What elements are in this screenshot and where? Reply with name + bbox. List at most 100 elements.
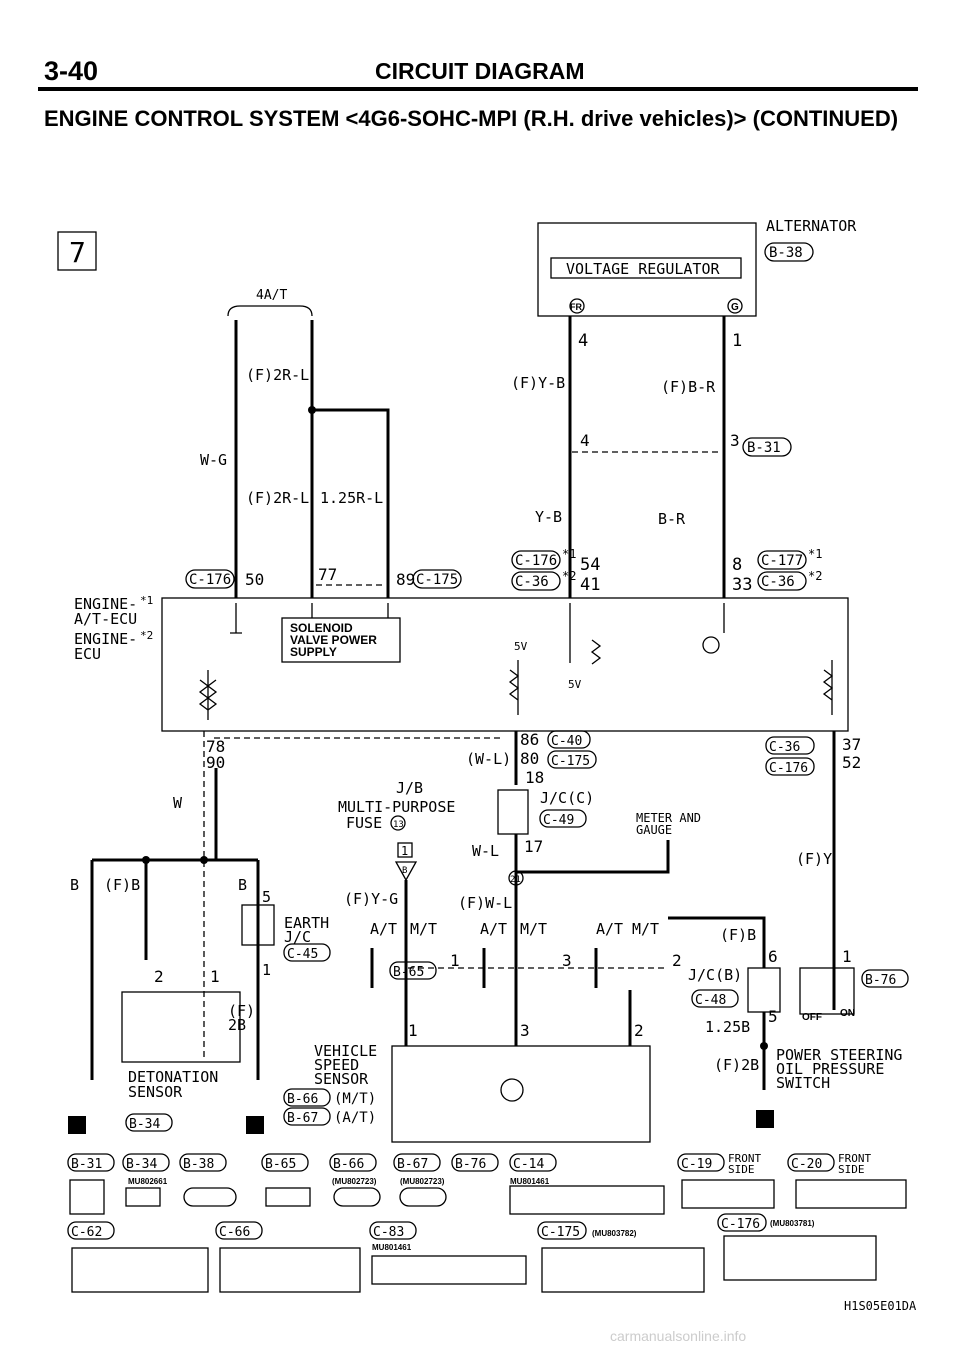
wire-color-label: W-L [472,842,499,860]
svg-text:B: B [402,866,407,876]
svg-text:ON: ON [840,1008,855,1019]
connector-ref: B-66 [333,1157,364,1172]
svg-text:1: 1 [842,947,852,966]
pin-label: 77 [318,565,337,584]
fr-terminal: FR [570,302,582,312]
pin-label: 80 [520,749,539,768]
svg-text:2: 2 [672,951,682,970]
connector-label: C-45 [287,947,318,962]
svg-text:(M/T): (M/T) [334,1091,376,1107]
svg-text:A/T: A/T [480,920,507,938]
connector-label: C-36 [761,574,795,590]
alternator-label: ALTERNATOR [766,217,857,235]
earth-label: J/C [284,928,311,946]
svg-text:2: 2 [154,967,164,986]
wire-color-label: (F)Y-B [511,374,565,392]
pin-label: 78 [206,737,225,756]
svg-text:(MU803781): (MU803781) [770,1219,815,1228]
connector-ref: B-65 [265,1157,296,1172]
connector-label: C-177 [761,553,803,569]
wire-color-label: B [70,876,79,894]
pin-label: 3 [730,431,740,450]
pin-label: 4 [580,431,590,450]
page-subtitle: ENGINE CONTROL SYSTEM <4G6-SOHC-MPI (R.H… [44,106,899,131]
watermark: carmanualsonline.info [610,1328,747,1344]
connector-label: C-36 [515,574,549,590]
wire-color-label: (F)Y [796,850,832,868]
alternator-connector: B-38 [769,245,803,261]
svg-text:MU802661: MU802661 [128,1177,168,1186]
detonation-label: DETONATION [128,1068,218,1086]
wire-color-label: (F)2B [714,1056,759,1074]
ps-switch-label: OIL PRESSURE [776,1060,884,1078]
ecu-label: ENGINE- [74,595,137,613]
svg-text:5: 5 [768,1007,778,1026]
pin-label: 86 [520,730,539,749]
connector-label: C-49 [543,813,574,828]
svg-text:FRONT: FRONT [728,1152,761,1165]
svg-text:5: 5 [262,888,271,906]
alternator-box [537,222,757,317]
pin-label: 50 [245,570,264,589]
fuse-label: MULTI-PURPOSE [338,798,455,816]
header-rule [38,87,918,91]
svg-text:SIDE: SIDE [728,1163,755,1176]
svg-text:M/T: M/T [410,920,437,938]
svg-text:(MU803782): (MU803782) [592,1229,637,1238]
svg-text:(F): (F) [228,1002,255,1020]
wire-color-label: 1.25B [705,1018,750,1036]
meter-label: GAUGE [636,823,672,837]
wire-color-label: (F)B-R [661,378,716,396]
svg-text:SIDE: SIDE [838,1163,865,1176]
vss-label: VEHICLE [314,1042,377,1060]
connector-label: C-40 [551,734,582,749]
pin-label: 33 [732,575,752,595]
svg-text:*1: *1 [808,547,822,561]
fuse-label: FUSE [346,814,382,832]
connector-ref: C-19 [681,1157,712,1172]
svg-text:(MU802723): (MU802723) [400,1177,445,1186]
diagram-code: H1S05E01DA [844,1299,917,1313]
pin-label: 1 [732,331,742,351]
ps-switch-label: POWER STEERING [776,1046,902,1064]
svg-text:VALVE POWER: VALVE POWER [290,633,377,647]
svg-text:*1: *1 [140,594,153,607]
ecu-label: A/T-ECU [74,610,137,628]
pin-label: 41 [580,575,600,595]
svg-text:A/T: A/T [370,920,397,938]
svg-text:5V: 5V [568,678,582,691]
wire-color-label: (W-L) [466,750,511,768]
pin-label: 37 [842,735,861,754]
svg-text:A/T: A/T [596,920,623,938]
connector-ref: C-62 [71,1225,102,1240]
wire-color-label: (F)2R-L [246,489,309,507]
connector-ref: C-66 [219,1225,250,1240]
connector-label: C-176 [769,761,808,776]
vss-label: SENSOR [314,1070,369,1088]
svg-text:13: 13 [393,820,404,830]
svg-text:1: 1 [450,951,460,970]
pin-label: 54 [580,555,600,575]
connector-label: B-34 [129,1117,160,1132]
page-section-box [57,231,97,271]
svg-text:SUPPLY: SUPPLY [290,645,337,659]
pin-label: 90 [206,753,225,772]
wire-color-label: (F)B [720,926,756,944]
jc-label: J/C(B) [688,966,742,984]
wire-color-label: Y-B [535,508,562,526]
svg-text:*2: *2 [562,569,576,583]
voltage-regulator-box [550,257,742,279]
svg-text:*1: *1 [562,547,576,561]
pin-label: 89 [396,570,415,589]
connector-label: C-176 [189,572,231,588]
svg-text:1: 1 [401,844,408,858]
connector-ref: B-76 [455,1157,486,1172]
svg-text:OFF: OFF [802,1012,822,1023]
jc-label: J/C(C) [540,789,594,807]
svg-text:(MU802723): (MU802723) [332,1177,377,1186]
wire-color-label: (F)2R-L [246,366,309,384]
connector-label: B-67 [287,1111,318,1126]
ecu-label: ECU [74,645,101,663]
page-number: 3-40 [44,56,99,86]
